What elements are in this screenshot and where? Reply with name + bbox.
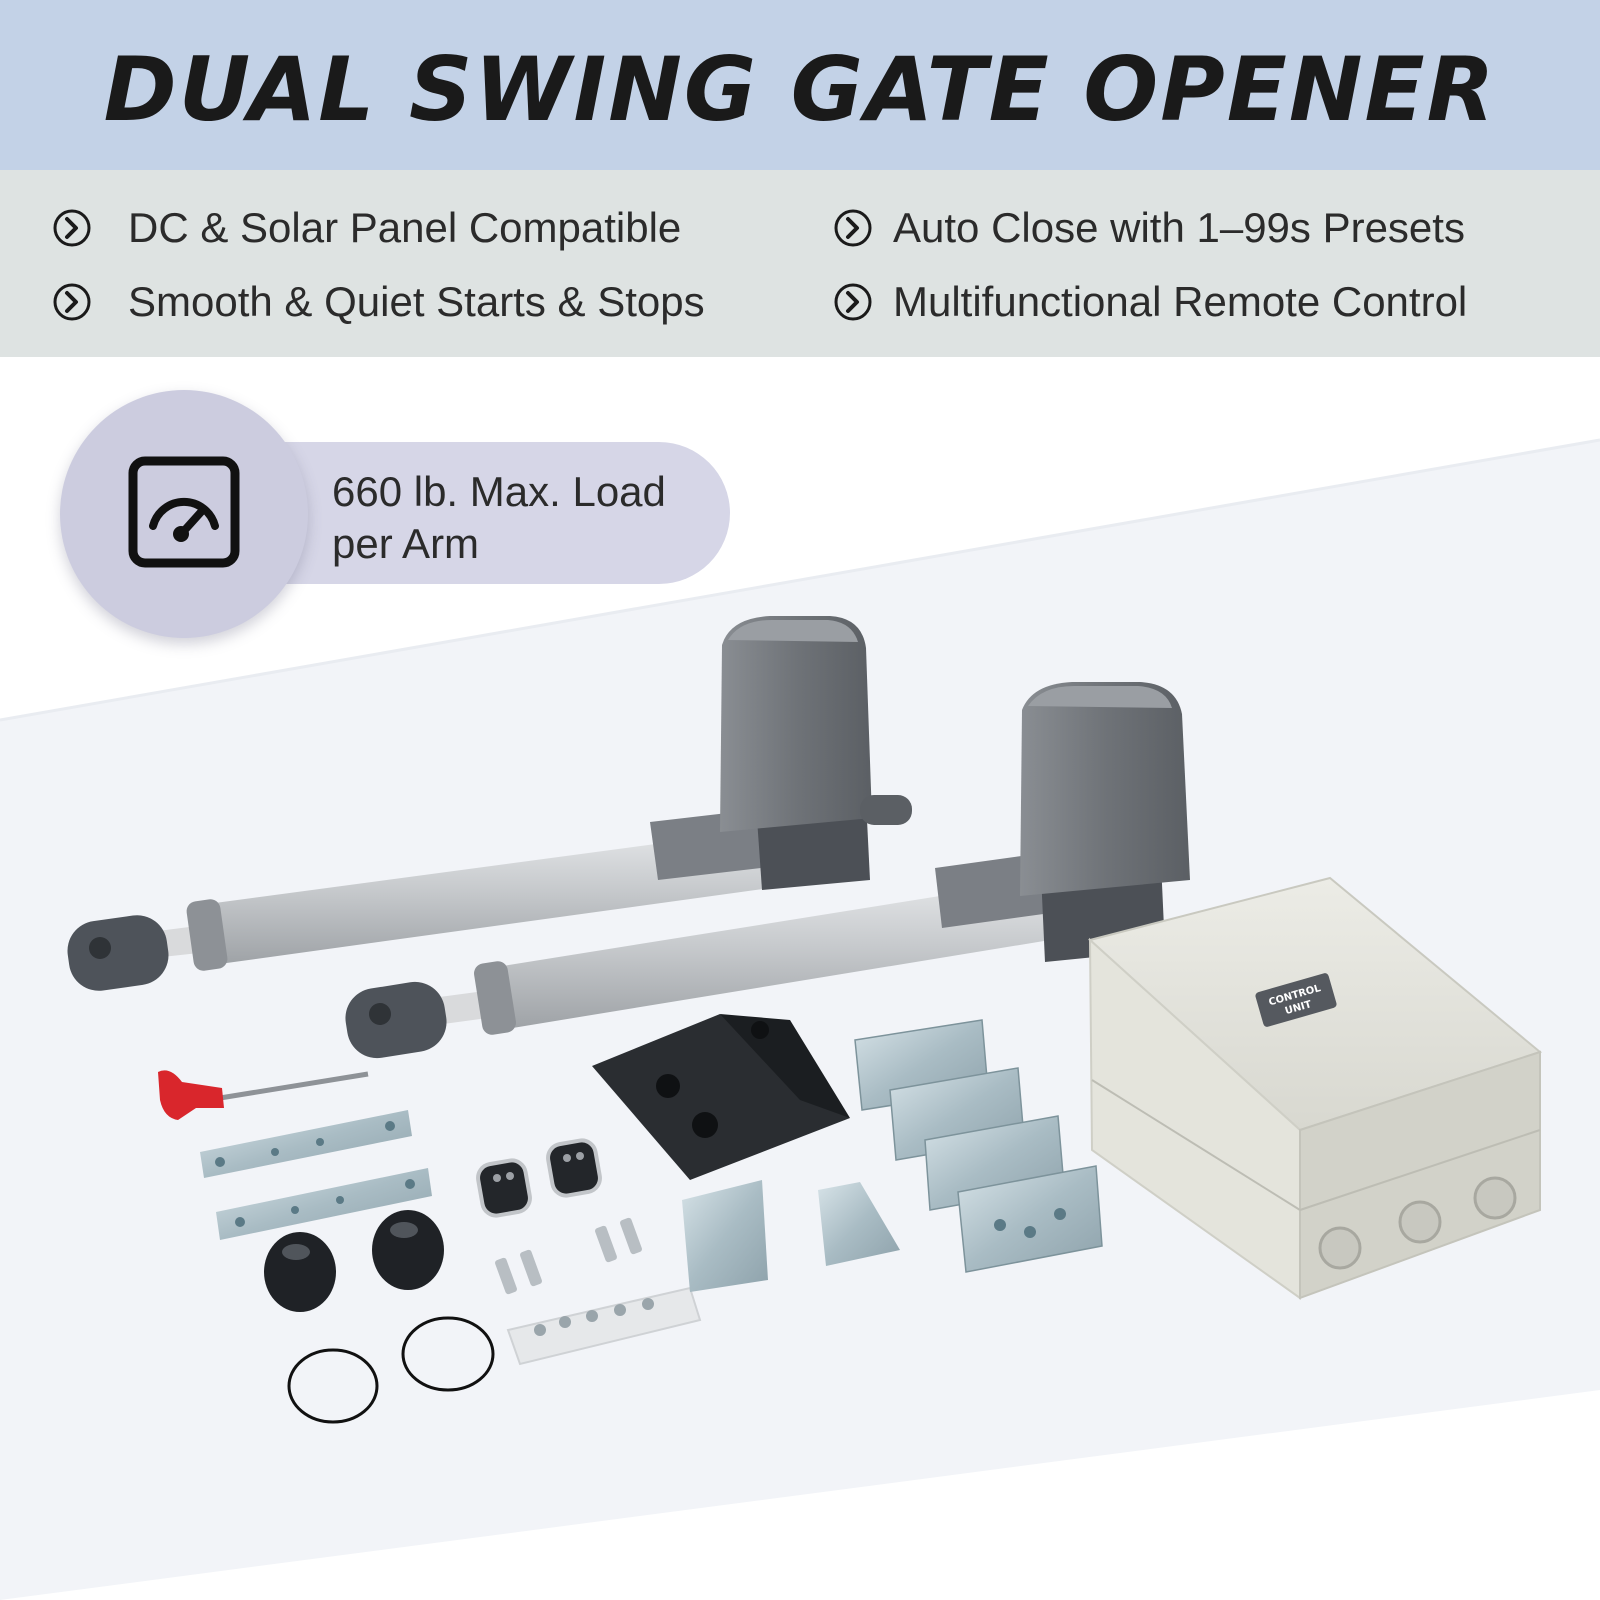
gate-bracket	[957, 1165, 1103, 1273]
chevron-circle-icon	[53, 283, 91, 321]
screw-head	[614, 1304, 626, 1316]
cable-gland	[1473, 1176, 1517, 1220]
feature-text: Multifunctional Remote Control	[893, 278, 1468, 325]
bolt	[620, 1217, 642, 1255]
flat-plate	[200, 1110, 412, 1178]
feature-text: Smooth & Quiet Starts & Stops	[128, 278, 705, 325]
plate-hole	[336, 1196, 344, 1204]
max-load-text: 660 lb. Max. Load per Arm	[332, 466, 712, 570]
features-band: DC & Solar Panel Compatible Auto Close w…	[0, 170, 1600, 357]
chevron-circle-icon	[834, 209, 872, 247]
remote-button	[563, 1154, 571, 1162]
motor-bracket	[860, 795, 912, 825]
screws-and-bolts	[495, 1217, 642, 1295]
bracket-face	[720, 1014, 850, 1118]
remote-fob	[476, 1158, 532, 1218]
actuator-arm-left	[67, 616, 912, 991]
plate-hole	[405, 1179, 415, 1189]
box-seam	[1299, 1129, 1541, 1211]
bolt	[595, 1225, 617, 1263]
feature-item: Multifunctional Remote Control	[833, 276, 1467, 328]
photocell-sensor-highlight	[390, 1222, 418, 1238]
arm-collar	[186, 899, 228, 971]
bracket-top	[592, 1014, 850, 1180]
hex-key-shaft	[219, 1071, 369, 1101]
arm-end-hole	[369, 1003, 391, 1025]
screw-head	[586, 1310, 598, 1322]
remote-button	[506, 1172, 514, 1180]
remote-fob	[546, 1138, 602, 1198]
hex-key-tool	[158, 1070, 369, 1120]
feature-item: DC & Solar Panel Compatible	[52, 202, 681, 254]
arm-collar	[474, 961, 516, 1035]
product-stage: CONTROL UNIT	[0, 357, 1600, 1600]
bracket-hole	[1054, 1208, 1066, 1220]
bolt	[495, 1257, 517, 1295]
box-seam	[1091, 1079, 1301, 1211]
o-ring	[287, 1348, 379, 1424]
screw-head	[559, 1316, 571, 1328]
max-load-line2: per Arm	[332, 520, 480, 567]
page-title: DUAL SWING GATE OPENER	[103, 38, 1497, 141]
l-bracket	[682, 1180, 768, 1292]
feature-text: DC & Solar Panel Compatible	[128, 204, 682, 251]
motor-housing	[720, 616, 872, 832]
background-band-edge	[0, 438, 1600, 722]
remote-button	[576, 1152, 584, 1160]
plate-hole	[316, 1138, 324, 1146]
cable-gland	[1318, 1226, 1362, 1270]
hex-key-handle	[158, 1070, 224, 1120]
plate-hole	[271, 1148, 279, 1156]
photocell-sensor	[264, 1232, 336, 1312]
chevron-circle-icon	[834, 283, 872, 321]
plate-hole	[291, 1206, 299, 1214]
flat-mounting-plates	[200, 1110, 432, 1240]
bracket-hole	[656, 1074, 680, 1098]
black-mounting-bracket	[592, 1014, 850, 1180]
motor-housing	[1020, 682, 1190, 896]
arm-end-hole	[89, 937, 111, 959]
feature-item: Smooth & Quiet Starts & Stops	[52, 276, 705, 328]
background-band	[0, 440, 1600, 1600]
gauge-icon	[128, 456, 240, 568]
cable-gland	[1398, 1200, 1442, 1244]
motor-housing-top	[1028, 686, 1172, 708]
o-ring	[401, 1316, 495, 1392]
feature-item: Auto Close with 1–99s Presets	[833, 202, 1465, 254]
feature-text: Auto Close with 1–99s Presets	[893, 204, 1465, 251]
remote-button	[493, 1174, 501, 1182]
bracket-hole	[994, 1219, 1006, 1231]
hardware-bag-screws	[534, 1298, 654, 1336]
plate-hole	[235, 1217, 245, 1227]
plate-hole	[215, 1157, 225, 1167]
photocell-sensor	[372, 1210, 444, 1290]
flat-plate	[216, 1168, 432, 1240]
photocell-sensor-highlight	[282, 1244, 310, 1260]
plate-hole	[385, 1121, 395, 1131]
max-load-line1: 660 lb. Max. Load	[332, 468, 666, 515]
remote-controls	[476, 1138, 602, 1218]
box-right-side	[1299, 1050, 1541, 1300]
motor-housing-top	[728, 620, 858, 642]
control-unit-label-plate	[1255, 973, 1337, 1027]
arm-end-cap	[67, 915, 169, 991]
screw-head	[642, 1298, 654, 1310]
bracket-hole	[1024, 1226, 1036, 1238]
header-banner: DUAL SWING GATE OPENER	[0, 0, 1600, 170]
chevron-circle-icon	[53, 209, 91, 247]
arm-tube	[200, 830, 770, 965]
product-kit-illustration: CONTROL UNIT	[0, 438, 1600, 1600]
screw-head	[534, 1324, 546, 1336]
arm-end-cap	[345, 981, 447, 1059]
bracket-hole	[751, 1021, 769, 1039]
max-load-badge-circle	[60, 390, 308, 638]
gate-brackets-stack	[854, 1019, 1103, 1273]
l-bracket	[818, 1182, 900, 1266]
bolt	[520, 1249, 542, 1287]
arm-tube	[490, 880, 1050, 1030]
control-unit-box: CONTROL UNIT	[1087, 876, 1543, 1300]
bracket-hole	[692, 1112, 718, 1138]
